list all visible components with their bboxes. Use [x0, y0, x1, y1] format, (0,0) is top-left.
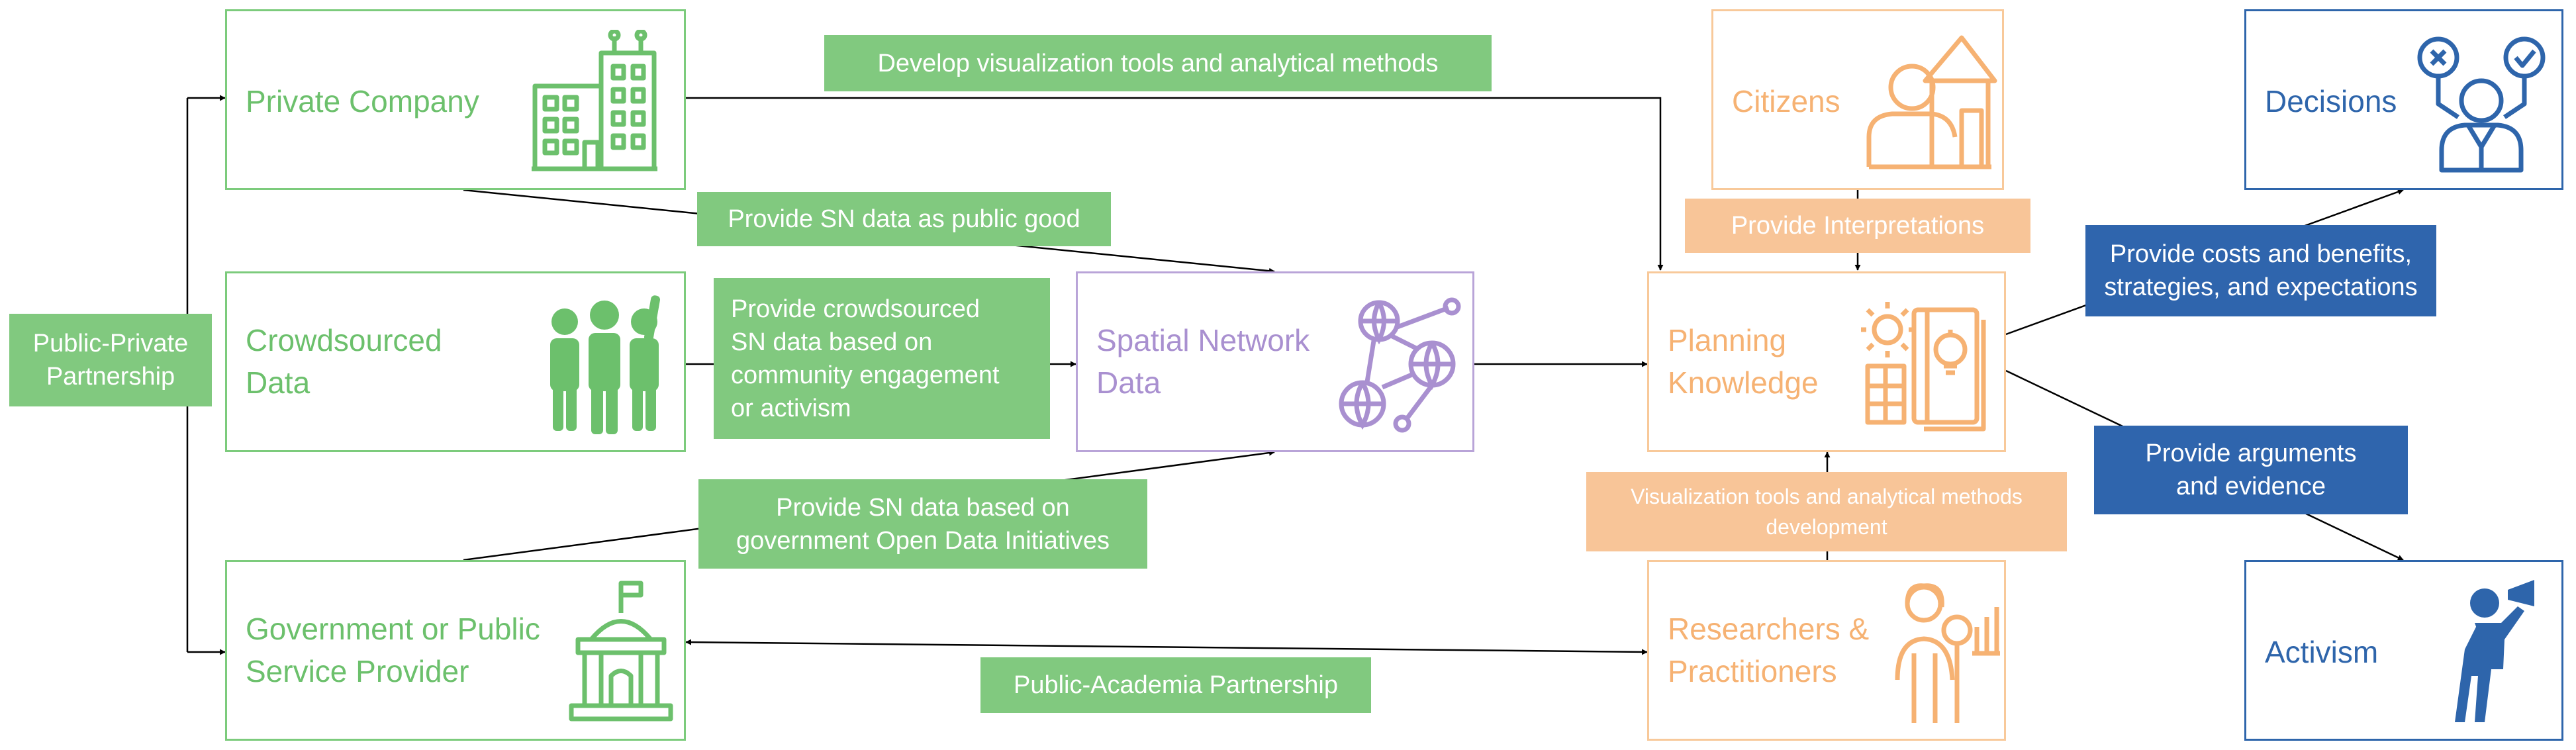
researchers-label: Researchers & Practitioners — [1668, 612, 1870, 688]
costs-benefits-label: Provide costs and benefits, strategies, … — [2085, 225, 2436, 316]
researchers-box: Researchers & Practitioners — [1647, 560, 2006, 741]
crowdsourced-data-box: Crowdsourced Data — [225, 271, 686, 452]
develop-tools-label: Develop visualization tools and analytic… — [824, 35, 1492, 91]
government-box: Government or Public Service Provider — [225, 560, 686, 741]
tools-development-label: Visualization tools and analytical metho… — [1586, 472, 2067, 551]
arrow-private-to-planning — [686, 97, 1664, 271]
provide-interpretations-label: Provide Interpretations — [1685, 199, 2030, 253]
spatial-network-data-box: Spatial Network Data — [1076, 271, 1474, 452]
decisions-box: Decisions — [2244, 9, 2563, 190]
planning-knowledge-box: Planning Knowledge — [1647, 271, 2006, 452]
activist-megaphone-icon — [2455, 580, 2534, 722]
government-building-icon — [569, 581, 673, 722]
researcher-icon — [1895, 583, 2000, 723]
crowd-icon — [550, 295, 661, 434]
open-data-label: Provide SN data based on government Open… — [698, 479, 1147, 569]
decisions-label: Decisions — [2265, 84, 2397, 118]
network-globe-icon — [1339, 297, 1461, 433]
crowdsourced-sn-label: Provide crowdsourced SN data based on co… — [714, 278, 1050, 439]
knowledge-book-icon — [1861, 302, 1986, 432]
private-company-label: Private Company — [246, 84, 479, 118]
spatial-network-data-label: Spatial Network Data — [1096, 323, 1310, 400]
buildings-icon — [532, 30, 657, 171]
citizen-house-icon — [1866, 35, 1997, 169]
activism-box: Activism — [2244, 560, 2563, 741]
decision-person-icon — [2417, 36, 2546, 173]
crowdsourced-data-label: Crowdsourced Data — [246, 323, 442, 400]
sn-public-good-label: Provide SN data as public good — [697, 192, 1111, 246]
citizens-label: Citizens — [1732, 84, 1840, 118]
arguments-evidence-label: Provide arguments and evidence — [2094, 426, 2408, 514]
public-academia-partnership-label: Public-Academia Partnership — [980, 657, 1371, 713]
planning-knowledge-label: Planning Knowledge — [1668, 323, 1819, 400]
public-private-partnership-label: Public-Private Partnership — [9, 314, 212, 406]
private-company-box: Private Company — [225, 9, 686, 190]
activism-label: Activism — [2265, 635, 2379, 669]
government-label: Government or Public Service Provider — [246, 612, 540, 688]
citizens-box: Citizens — [1711, 9, 2004, 190]
arrow-gov-researchers — [685, 639, 1648, 655]
